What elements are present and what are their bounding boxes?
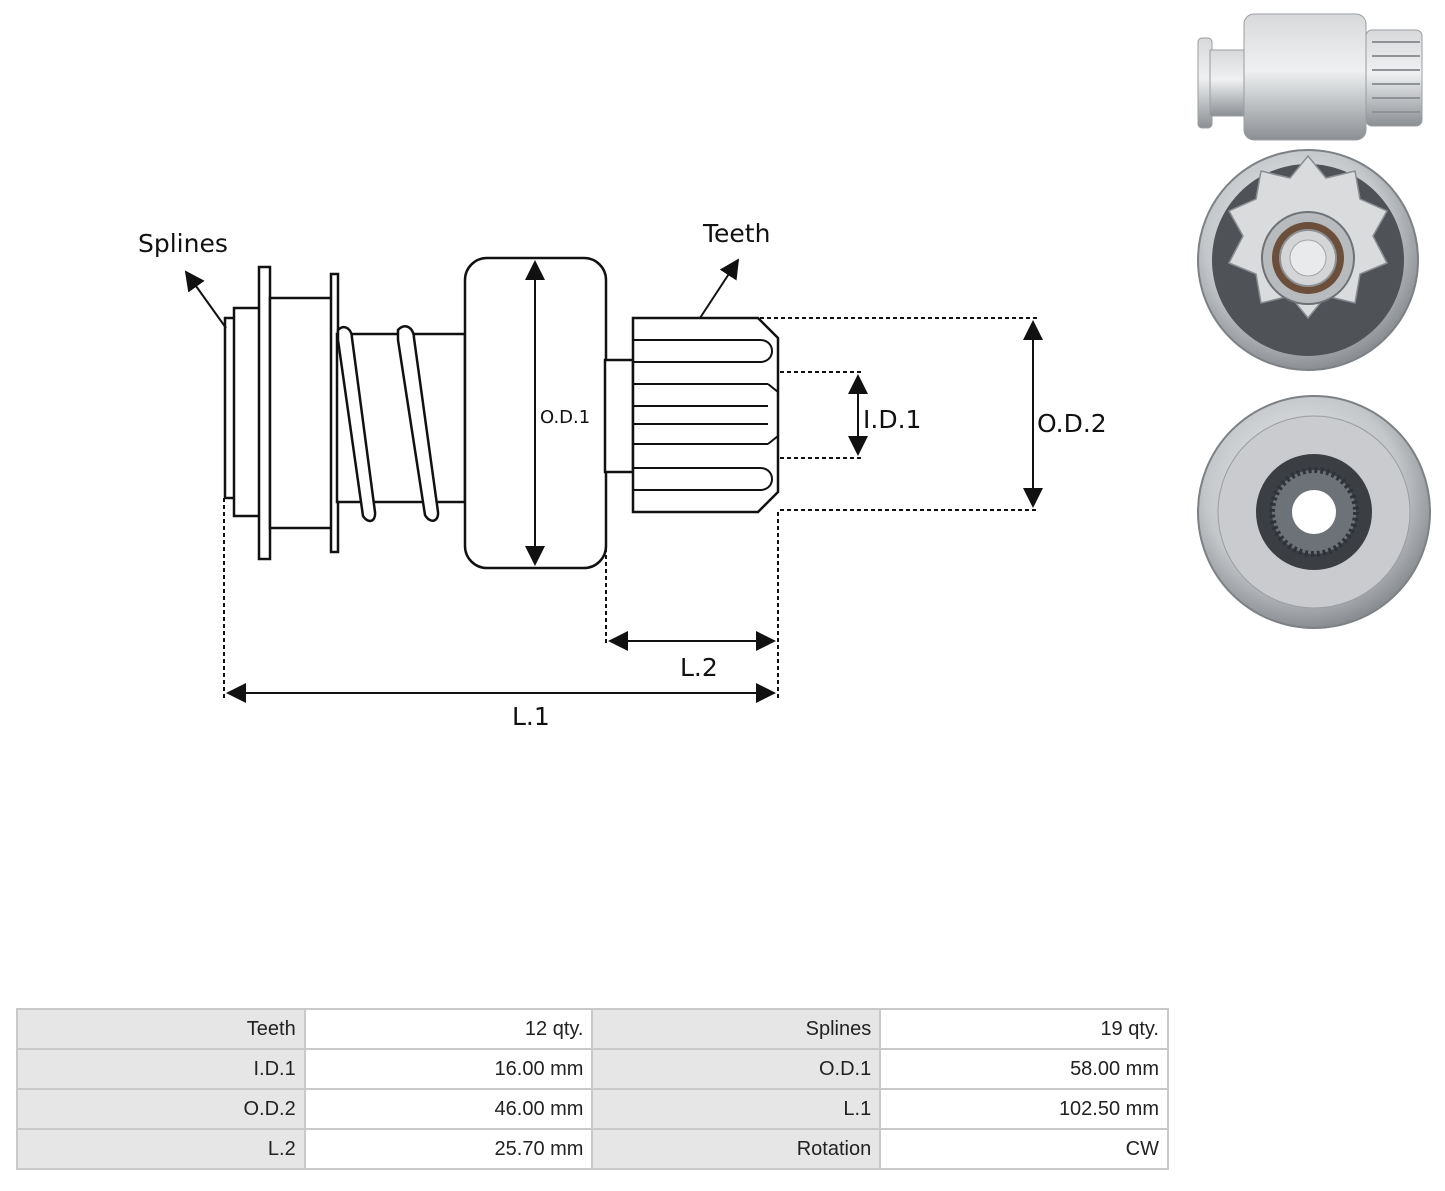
id1-label: I.D.1 <box>863 405 921 434</box>
drive-outline <box>223 256 780 570</box>
l2-dimension <box>605 512 779 698</box>
od1-label: O.D.1 <box>540 407 590 428</box>
spec-value: 12 qty. <box>303 1008 594 1050</box>
spec-key: O.D.1 <box>591 1048 882 1090</box>
rear-view-photo <box>1197 395 1431 629</box>
l1-dimension <box>223 498 776 703</box>
pinion-tooth-lines <box>633 339 779 491</box>
spec-key: O.D.2 <box>16 1088 306 1130</box>
spec-key: Teeth <box>16 1008 306 1050</box>
spec-key: Splines <box>591 1008 882 1050</box>
starter-drive-diagram: Splines Teeth O.D.1 I.D.1 O.D.2 L.2 L.1 <box>138 219 1107 731</box>
teeth-label: Teeth <box>702 219 770 248</box>
spec-value: 19 qty. <box>879 1008 1169 1050</box>
product-photos <box>1197 13 1431 629</box>
spec-value: 16.00 mm <box>303 1048 594 1090</box>
spec-value: 46.00 mm <box>303 1088 594 1130</box>
table-row: I.D.1 16.00 mm O.D.1 58.00 mm <box>16 1048 1169 1090</box>
spec-value: 102.50 mm <box>879 1088 1169 1130</box>
spec-key: L.2 <box>16 1128 306 1170</box>
spec-value: 58.00 mm <box>879 1048 1169 1090</box>
spring-coils <box>336 325 440 523</box>
spec-key: Rotation <box>591 1128 882 1170</box>
l2-label: L.2 <box>680 653 718 682</box>
od2-dimension <box>760 317 1043 511</box>
spec-value: 25.70 mm <box>303 1128 594 1170</box>
splines-leader <box>184 270 227 329</box>
od2-label: O.D.2 <box>1037 409 1107 438</box>
splines-label: Splines <box>138 229 228 258</box>
specifications-table: Teeth 12 qty. Splines 19 qty. I.D.1 16.0… <box>16 1008 1169 1170</box>
id1-dimension <box>780 371 868 459</box>
side-view-photo <box>1197 13 1423 141</box>
teeth-leader <box>699 258 740 319</box>
spec-value: CW <box>879 1128 1169 1170</box>
spec-key: L.1 <box>591 1088 882 1130</box>
front-view-photo <box>1197 149 1419 371</box>
l1-label: L.1 <box>512 702 550 731</box>
table-row: L.2 25.70 mm Rotation CW <box>16 1128 1169 1170</box>
spec-key: I.D.1 <box>16 1048 306 1090</box>
table-row: O.D.2 46.00 mm L.1 102.50 mm <box>16 1088 1169 1130</box>
table-row: Teeth 12 qty. Splines 19 qty. <box>16 1008 1169 1050</box>
